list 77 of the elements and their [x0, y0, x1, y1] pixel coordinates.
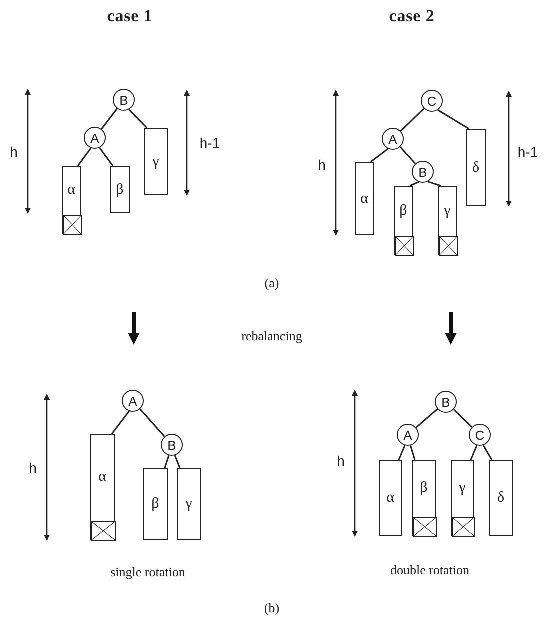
caption-text: (b)	[264, 602, 280, 614]
height-label: h	[10, 145, 18, 159]
height-label: h	[337, 454, 345, 468]
crossed-box	[395, 236, 414, 256]
case-heading: case 1	[107, 8, 153, 24]
subtree-rectangle	[438, 186, 457, 255]
node-letter: A	[388, 132, 398, 146]
tree-edge	[416, 408, 438, 428]
subtree-letter: β	[150, 497, 160, 512]
subtree-rectangle	[489, 460, 513, 536]
crossed-box	[452, 517, 475, 537]
tree-edge	[428, 181, 442, 187]
tree-edge	[164, 455, 170, 468]
crossed-box	[63, 215, 82, 235]
subtree-letter: δ	[471, 160, 481, 176]
tree-edge	[101, 108, 118, 130]
caption-text: double rotation	[390, 564, 470, 576]
tree-edge	[99, 147, 114, 166]
subtree-letter: α	[98, 470, 108, 485]
height-label: h	[29, 461, 37, 475]
caption-text: single rotation	[110, 566, 186, 578]
node-letter: A	[90, 132, 100, 144]
tree-edge	[174, 455, 181, 468]
subtree-rectangle	[451, 460, 474, 536]
height-label: h-1	[200, 136, 220, 150]
height-label: h-1	[518, 145, 538, 159]
subtree-letter: γ	[443, 204, 452, 218]
node-letter: B	[418, 166, 428, 178]
subtree-letter: α	[360, 192, 370, 206]
subtree-letter: γ	[458, 481, 467, 496]
tree-edge	[453, 409, 473, 428]
subtree-rectangle	[144, 128, 168, 195]
tree-edge	[77, 148, 92, 166]
subtree-rectangle	[412, 460, 436, 536]
subtree-rectangle	[62, 166, 81, 234]
subtree-letter: α	[386, 491, 396, 506]
node-letter: C	[475, 428, 485, 442]
height-label: h	[318, 158, 326, 172]
caption-text: rebalancing	[242, 330, 302, 342]
node-letter: B	[168, 438, 176, 452]
subtree-letter: β	[419, 481, 429, 496]
node-letter: C	[427, 94, 437, 108]
subtree-rectangle	[177, 468, 201, 540]
node-letter: B	[442, 396, 450, 408]
tree-edge	[400, 146, 416, 164]
tree-edge	[482, 445, 493, 460]
subtree-rectangle	[143, 468, 168, 540]
case-heading: case 2	[389, 8, 435, 24]
node-letter: A	[404, 428, 412, 442]
subtree-letter: γ	[152, 154, 160, 170]
tree-edge	[470, 445, 478, 460]
subtree-rectangle	[355, 162, 374, 235]
tree-edge	[140, 408, 166, 438]
subtree-rectangle	[110, 166, 130, 213]
subtree-letter: γ	[184, 497, 194, 512]
subtree-rectangle	[394, 186, 413, 255]
tree-edge	[410, 182, 420, 187]
crossed-box	[439, 236, 458, 256]
crossed-box	[91, 521, 116, 541]
tree-edge	[400, 108, 425, 132]
tree-edge	[398, 445, 406, 460]
subtree-rectangle	[90, 434, 115, 540]
tree-edge	[370, 148, 389, 163]
subtree-letter: β	[115, 182, 125, 198]
tree-edge	[438, 110, 470, 130]
subtree-letter: α	[66, 183, 76, 198]
tree-edge	[111, 410, 130, 434]
subtree-letter: β	[398, 204, 408, 218]
subtree-rectangle	[466, 129, 486, 206]
node-letter: B	[120, 94, 128, 106]
crossed-box	[413, 517, 437, 537]
subtree-rectangle	[379, 460, 402, 536]
node-letter: A	[128, 394, 138, 408]
tree-edge	[410, 445, 416, 460]
tree-edge	[128, 109, 148, 129]
subtree-letter: δ	[496, 491, 506, 506]
caption-text: (a)	[264, 276, 280, 290]
